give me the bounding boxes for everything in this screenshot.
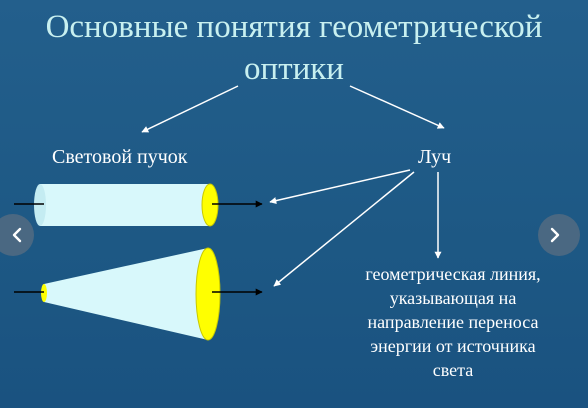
next-slide-button[interactable] <box>538 214 580 256</box>
chevron-right-icon <box>550 227 560 243</box>
arrow-ray-to-cone <box>273 171 415 287</box>
arrow-title-to-beam <box>141 85 239 133</box>
definition-line: указывающая на <box>389 288 517 308</box>
definition-line: света <box>432 360 474 380</box>
cone-beam <box>14 247 263 341</box>
slide-title: Основные понятия геометрической оптики <box>0 6 588 90</box>
definition-line: энергии от источника <box>370 336 536 356</box>
cylinder-beam <box>14 183 263 227</box>
cylinder-beam-end <box>201 183 219 227</box>
chevron-left-icon <box>12 227 22 243</box>
definition-line: геометрическая линия, <box>365 264 541 284</box>
arrow-ray-to-cylinder <box>269 169 411 205</box>
title-line-2: оптики <box>244 51 344 87</box>
definition-line: направление переноса <box>367 312 539 332</box>
arrow-title-to-ray <box>349 85 445 129</box>
prev-slide-button[interactable] <box>0 214 34 256</box>
label-ray: Луч <box>418 146 452 168</box>
title-line-1: Основные понятия геометрической <box>45 9 543 45</box>
cone-beam-end <box>195 247 221 341</box>
label-light-beam: Световой пучок <box>52 146 188 168</box>
ray-definition: геометрическая линия, указывающая на нап… <box>322 262 584 382</box>
